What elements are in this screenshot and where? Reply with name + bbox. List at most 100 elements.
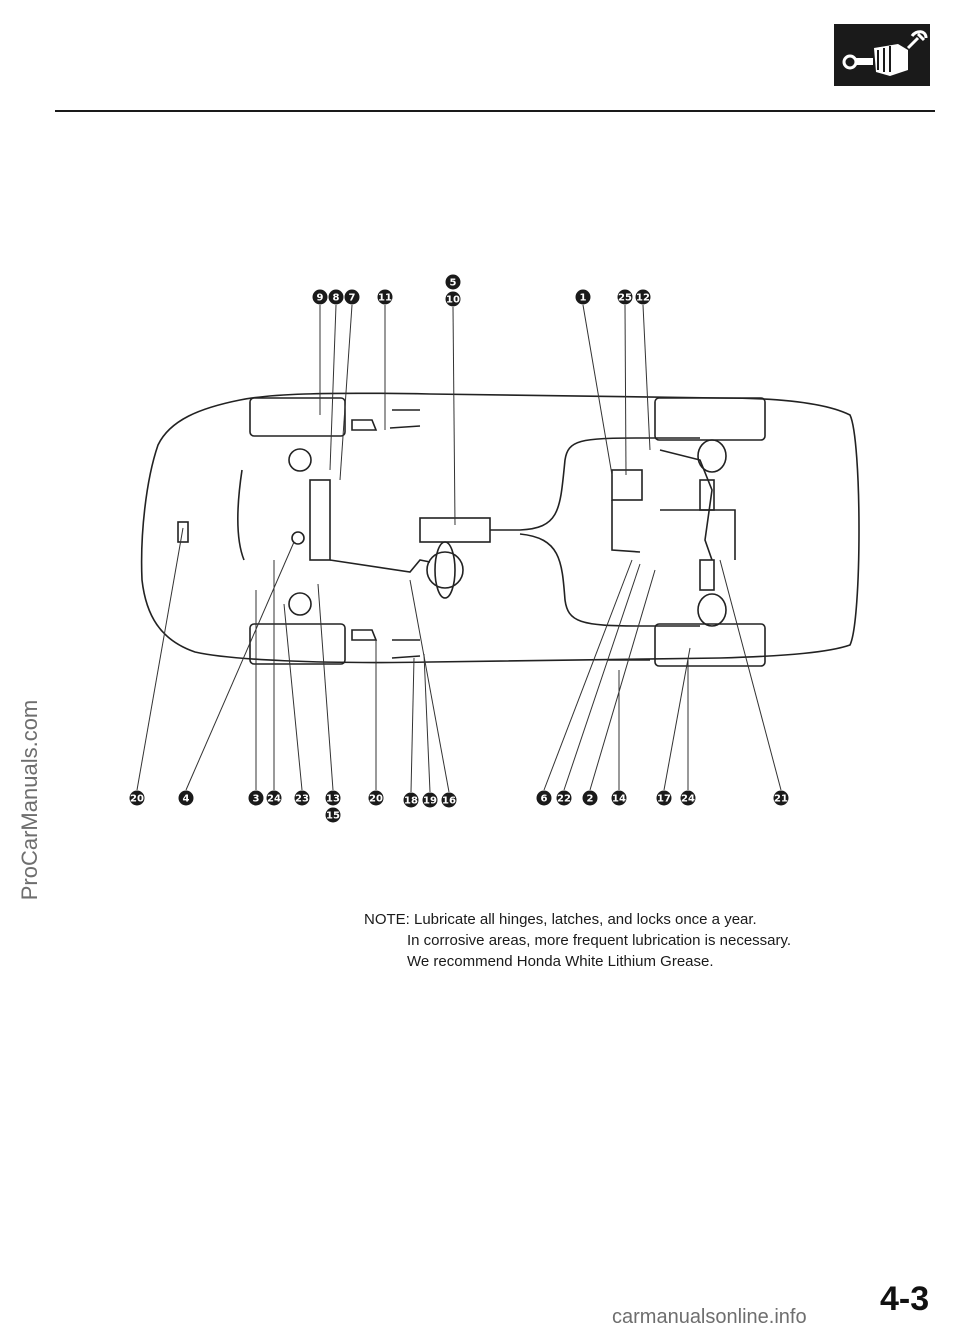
bottom-callout-13: 2 xyxy=(582,790,598,806)
callout-number: 22 xyxy=(557,794,571,805)
callout-number: 23 xyxy=(295,794,309,805)
callout-number: 15 xyxy=(326,811,340,822)
bottom-callout-5: 13 xyxy=(325,790,341,806)
callout-number: 19 xyxy=(423,796,437,807)
callout-circle xyxy=(536,790,552,806)
callout-number: 11 xyxy=(378,293,392,304)
note-line-3: We recommend Honda White Lithium Grease. xyxy=(407,953,714,970)
top-callout-1: 8 xyxy=(328,289,344,305)
top-leader-1 xyxy=(329,304,337,471)
callout-number: 12 xyxy=(636,293,650,304)
bottom-leader-8 xyxy=(410,657,415,793)
callout-number: 21 xyxy=(774,794,788,805)
callout-circle xyxy=(248,790,264,806)
top-leader-2 xyxy=(339,304,353,481)
callout-number: 17 xyxy=(657,794,671,805)
top-callout-4: 5 xyxy=(445,274,461,290)
note-line-2: In corrosive areas, more frequent lubric… xyxy=(407,932,792,949)
callout-number: 2 xyxy=(587,794,594,805)
callout-circle xyxy=(129,790,145,806)
bottom-leader-11 xyxy=(543,559,633,791)
bottom-leader-17 xyxy=(719,559,782,791)
bottom-callout-15: 17 xyxy=(656,790,672,806)
bottom-leader-9 xyxy=(423,653,431,793)
callout-circle xyxy=(445,274,461,290)
callout-circle xyxy=(617,289,633,305)
bottom-leader-15 xyxy=(663,647,691,791)
bottom-leader-5 xyxy=(317,583,334,791)
top-callout-2: 7 xyxy=(344,289,360,305)
bottom-callout-14: 14 xyxy=(611,790,627,806)
watermark: ProCarManuals.com xyxy=(10,520,50,1080)
bottom-callout-17: 21 xyxy=(773,790,789,806)
watermark-text: ProCarManuals.com xyxy=(17,699,42,901)
callout-number: 8 xyxy=(333,293,340,304)
bottom-leader-10 xyxy=(409,579,450,793)
callout-circle xyxy=(368,790,384,806)
callout-circle xyxy=(575,289,591,305)
top-leader-6 xyxy=(582,304,613,476)
callout-number: 25 xyxy=(618,293,632,304)
callout-number: 3 xyxy=(253,794,260,805)
callout-number: 4 xyxy=(183,794,190,805)
bottom-callout-9: 19 xyxy=(422,792,438,808)
callout-number: 24 xyxy=(267,794,281,805)
callout-circle xyxy=(344,289,360,305)
callout-number: 14 xyxy=(612,794,626,805)
callout-circle xyxy=(656,790,672,806)
callout-number: 6 xyxy=(541,794,548,805)
top-leader-8 xyxy=(642,304,651,451)
bottom-callout-2: 3 xyxy=(248,790,264,806)
callout-number: 20 xyxy=(130,794,144,805)
callout-number: 24 xyxy=(681,794,695,805)
bottom-callout-0: 20 xyxy=(129,790,145,806)
callout-number: 20 xyxy=(369,794,383,805)
bottom-callout-8: 18 xyxy=(403,792,419,808)
callout-circle xyxy=(635,289,651,305)
page-number: 4-3 xyxy=(880,1280,930,1318)
callout-circle xyxy=(441,792,457,808)
leader-lines xyxy=(136,304,782,793)
bottom-callout-10: 16 xyxy=(441,792,457,808)
callout-circle xyxy=(680,790,696,806)
callout-circle xyxy=(266,790,282,806)
callout-number: 1 xyxy=(580,293,587,304)
callout-circle xyxy=(178,790,194,806)
top-callout-6: 1 xyxy=(575,289,591,305)
callout-circle xyxy=(445,291,461,307)
bottom-callout-12: 22 xyxy=(556,790,572,806)
callout-circle xyxy=(582,790,598,806)
bottom-callout-6: 15 xyxy=(325,807,341,823)
top-callout-7: 25 xyxy=(617,289,633,305)
callout-number: 16 xyxy=(442,796,456,807)
car-outline xyxy=(140,392,860,667)
top-callout-8: 12 xyxy=(635,289,651,305)
top-leader-7 xyxy=(624,304,627,476)
callout-number: 13 xyxy=(326,794,340,805)
callout-number: 18 xyxy=(404,796,418,807)
footer-url: carmanualsonline.info xyxy=(612,1306,807,1328)
bottom-callout-11: 6 xyxy=(536,790,552,806)
callout-number: 10 xyxy=(446,295,460,306)
callout-circle xyxy=(325,790,341,806)
bottom-callout-7: 20 xyxy=(368,790,384,806)
bottom-leader-0 xyxy=(136,527,184,791)
callout-circle xyxy=(328,289,344,305)
top-callout-5: 10 xyxy=(445,291,461,307)
bottom-callout-16: 24 xyxy=(680,790,696,806)
top-callout-0: 9 xyxy=(312,289,328,305)
callout-circle xyxy=(556,790,572,806)
service-tool-fist-icon xyxy=(834,24,930,86)
callout-circle xyxy=(611,790,627,806)
callout-number: 5 xyxy=(450,278,457,289)
top-callout-3: 11 xyxy=(377,289,393,305)
bottom-leader-13 xyxy=(589,569,656,791)
callout-number: 9 xyxy=(317,293,324,304)
bottom-callout-1: 4 xyxy=(178,790,194,806)
header-rule xyxy=(55,110,935,112)
note-line-1: NOTE: Lubricate all hinges, latches, and… xyxy=(364,911,757,928)
bottom-callout-3: 24 xyxy=(266,790,282,806)
